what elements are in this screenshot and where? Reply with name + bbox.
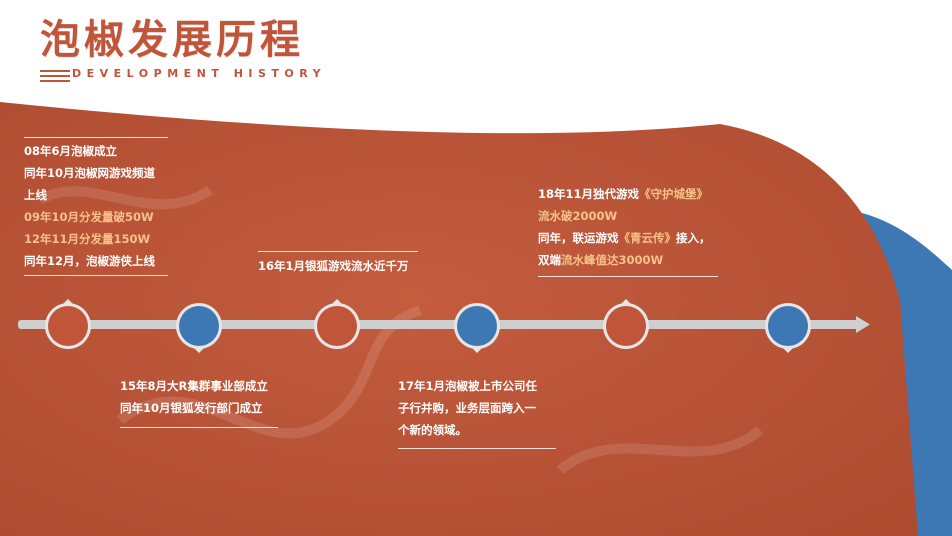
event-text: 同年12月，泡椒游侠上线 xyxy=(24,254,156,268)
timeline-node-5 xyxy=(603,299,649,349)
game-name-highlight: 《青云传》 xyxy=(618,231,677,245)
event-2017: 17年1月泡椒被上市公司任 子行并购，业务层面跨入一 个新的领域。 xyxy=(398,375,537,441)
timeline-node-3 xyxy=(314,299,360,349)
divider xyxy=(24,137,168,138)
divider xyxy=(538,276,718,277)
divider xyxy=(398,448,556,449)
page-title: 泡椒发展历程 xyxy=(40,17,304,63)
timeline-node-2 xyxy=(176,303,222,353)
event-text: 双端 xyxy=(538,253,561,267)
event-text: 15年8月大R集群事业部成立 xyxy=(120,379,268,393)
event-text: 接入， xyxy=(676,231,711,245)
event-highlight-text: 16年1月银狐游戏流水近千万 xyxy=(258,259,409,273)
event-2015: 15年8月大R集群事业部成立 同年10月银狐发行部门成立 xyxy=(120,375,268,419)
event-text: 同年，联运游戏 xyxy=(538,231,619,245)
divider xyxy=(258,251,418,252)
divider xyxy=(24,275,168,276)
event-text: 上线 xyxy=(24,188,47,202)
decorative-swirls xyxy=(37,185,764,474)
event-text: 同年10月银狐发行部门成立 xyxy=(120,401,263,415)
game-name-highlight: 《守护城堡》 xyxy=(639,187,709,201)
event-highlight-text: 流水破2000W xyxy=(538,209,618,223)
event-line: 双端流水峰值达3000W xyxy=(538,249,711,271)
event-text: 同年10月泡椒网游戏频道 xyxy=(24,166,156,180)
page-subtitle: DEVELOPMENT HISTORY xyxy=(72,67,327,80)
divider xyxy=(120,427,278,428)
event-highlight-text: 12年11月分发量150W xyxy=(24,232,151,246)
event-text: 18年11月独代游戏 xyxy=(538,187,640,201)
event-text: 08年6月泡椒成立 xyxy=(24,144,118,158)
event-line: 同年，联运游戏《青云传》接入， xyxy=(538,227,711,249)
event-2008: 08年6月泡椒成立 同年10月泡椒网游戏频道 上线 09年10月分发量破50W … xyxy=(24,140,155,272)
event-highlight-text: 09年10月分发量破50W xyxy=(24,210,154,224)
event-text: 个新的领域。 xyxy=(398,423,467,437)
timeline-node-1 xyxy=(45,299,91,349)
event-2018: 18年11月独代游戏《守护城堡》 流水破2000W 同年，联运游戏《青云传》接入… xyxy=(538,183,711,271)
subtitle-decoration xyxy=(40,70,70,85)
event-highlight-text: 流水峰值达3000W xyxy=(561,253,664,267)
event-line: 18年11月独代游戏《守护城堡》 xyxy=(538,183,711,205)
timeline-node-4 xyxy=(454,303,500,353)
event-text: 子行并购，业务层面跨入一 xyxy=(398,401,536,415)
timeline-node-6 xyxy=(765,303,811,353)
event-text: 17年1月泡椒被上市公司任 xyxy=(398,379,538,393)
event-2016: 16年1月银狐游戏流水近千万 xyxy=(258,255,409,277)
